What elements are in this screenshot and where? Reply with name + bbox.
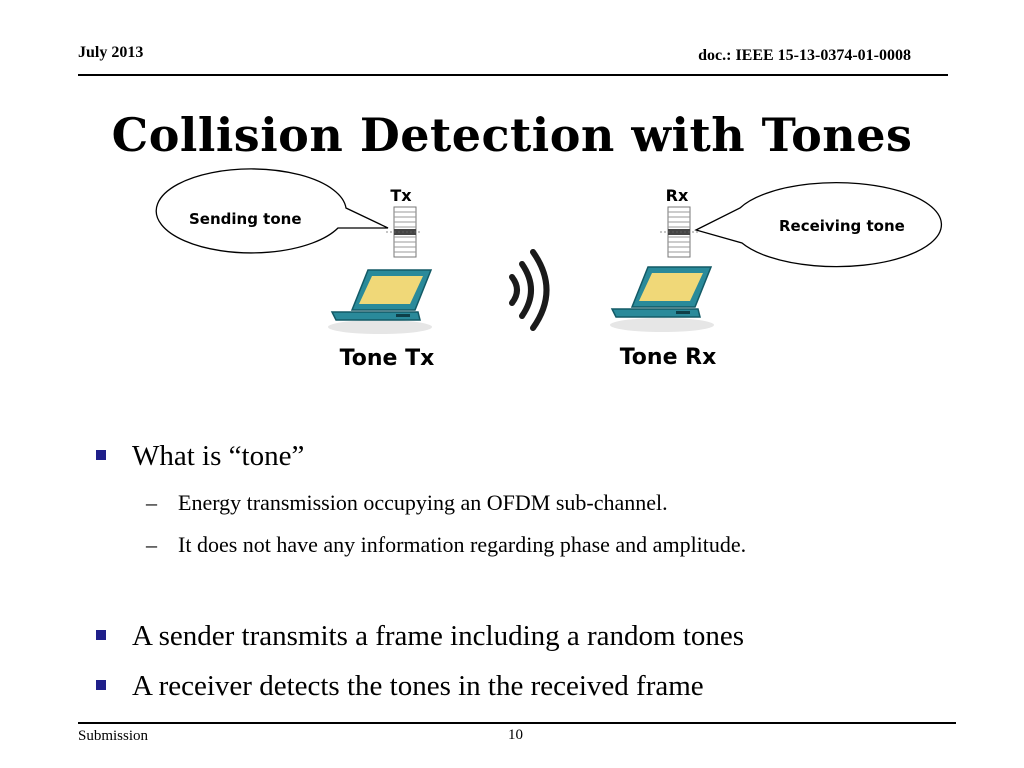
tx-laptop-icon xyxy=(328,270,432,334)
wireless-signal-icon xyxy=(512,252,547,328)
bullet-text: A receiver detects the tones in the rece… xyxy=(132,670,704,703)
dash-icon: – xyxy=(146,490,157,516)
bullet-square-icon xyxy=(96,450,106,460)
bullet-text: A sender transmits a frame including a r… xyxy=(132,620,744,653)
rx-subchannel-stack-icon xyxy=(660,207,698,257)
tone-diagram: Sending tone Receiving tone Tx Rx xyxy=(0,0,1024,400)
tone-rx-label: Tone Rx xyxy=(620,345,717,370)
bullet-text: What is “tone” xyxy=(132,440,304,473)
tx-subchannel-stack-icon xyxy=(386,207,422,257)
footer-divider xyxy=(78,722,956,724)
bullet-square-icon xyxy=(96,680,106,690)
footer-submission: Submission xyxy=(78,728,148,745)
sub-bullet-text: Energy transmission occupying an OFDM su… xyxy=(178,490,668,516)
dash-icon: – xyxy=(146,532,157,558)
bullet-square-icon xyxy=(96,630,106,640)
page-number: 10 xyxy=(508,727,523,744)
sub-bullet-text: It does not have any information regardi… xyxy=(178,532,746,558)
receiving-tone-label: Receiving tone xyxy=(779,217,905,235)
tone-tx-label: Tone Tx xyxy=(340,346,435,371)
sending-tone-label: Sending tone xyxy=(189,210,302,228)
rx-laptop-icon xyxy=(610,267,714,332)
tx-label: Tx xyxy=(390,186,412,205)
rx-label: Rx xyxy=(666,186,689,205)
